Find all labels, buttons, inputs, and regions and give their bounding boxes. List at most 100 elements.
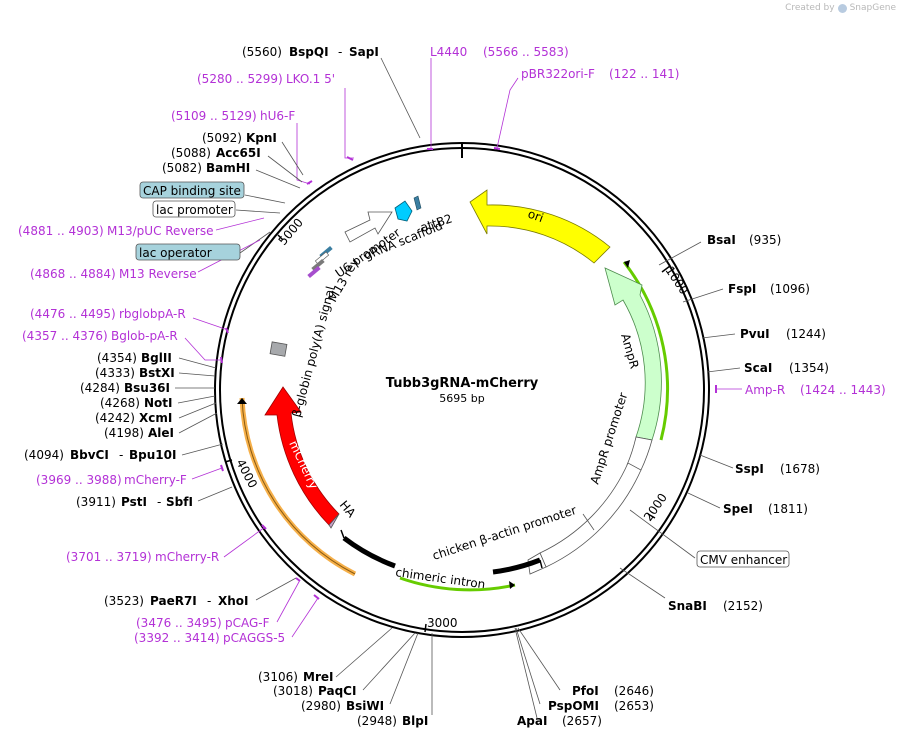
primer-hu6f-name[interactable]: hU6-F: [260, 109, 295, 123]
mcherry-highlight-head-icon: [237, 398, 247, 404]
primer-pcaggs5-name[interactable]: pCAGGS-5: [223, 631, 285, 645]
lac-promoter-box[interactable]: [152, 200, 236, 218]
enzyme-mrei-pos: (3106): [258, 670, 298, 684]
primer-mcherryr-name[interactable]: mCherry-R: [155, 550, 219, 564]
leader-pcaggs5: [291, 597, 319, 638]
enzyme-noti-name[interactable]: NotI: [144, 396, 173, 410]
primer-lko1-name[interactable]: LKO.1 5': [286, 72, 335, 86]
bglobin-label: β-globin poly(A) signal: [289, 285, 337, 419]
enzyme-bamhi-pos: (5082): [162, 161, 202, 175]
enzyme-kpni-pos: (5092): [202, 131, 242, 145]
enzyme-bbvci-name[interactable]: BbvCI: [70, 448, 109, 462]
enzyme-sspi-pos: (1678): [780, 462, 820, 476]
primer-ticks: [220, 147, 717, 600]
enzyme-paqci-pos: (3018): [273, 684, 313, 698]
primer-l4440-name[interactable]: L4440: [430, 45, 467, 59]
leader-cmv: [629, 509, 696, 559]
tick-pcagf: [295, 577, 301, 582]
enzyme-bamhi-name[interactable]: BamHI: [206, 161, 250, 175]
enzyme-paqci-name[interactable]: PaqCI: [318, 684, 356, 698]
enzyme-pspomi-name[interactable]: PspOMI: [548, 699, 599, 713]
primer-mcherryf-name[interactable]: mCherry-F: [124, 473, 187, 487]
enzyme-blpi-name[interactable]: BlpI: [402, 714, 428, 728]
mcherry-orf-highlight: [239, 397, 357, 577]
primer-pcagf-range: (3476 .. 3495): [136, 616, 222, 630]
primer-pbr322ori-name[interactable]: pBR322ori-F: [521, 67, 595, 81]
enzyme-pvui-name[interactable]: PvuI: [740, 327, 770, 341]
ampr-orf-highlight: [622, 261, 669, 441]
enzyme-snabi-name[interactable]: SnaBI: [668, 599, 707, 613]
enzyme-xhoi-pos: (3523): [104, 594, 144, 608]
plasmid-name: Tubb3gRNA-mCherry: [386, 376, 539, 391]
leader-noti: [177, 395, 216, 404]
enzyme-bsai-name[interactable]: BsaI: [707, 233, 736, 247]
enzyme-separator: -: [338, 45, 342, 59]
leader-lac-promoter: [235, 209, 281, 214]
primer-bglobpa-name[interactable]: Bglob-pA-R: [111, 329, 178, 343]
leader-bbvci: [181, 443, 224, 456]
enzyme-spei-name[interactable]: SpeI: [723, 502, 753, 516]
tick-mcherryr: [261, 524, 267, 530]
created-by-watermark: Created by SnapGene: [785, 3, 896, 13]
enzyme-mrei-name[interactable]: MreI: [303, 670, 333, 684]
primer-rbglobpa-name[interactable]: rbglobpA-R: [119, 307, 186, 321]
created-by-text: Created by: [785, 3, 835, 13]
primer-m13reverse-name[interactable]: M13 Reverse: [119, 267, 197, 281]
enzyme-bspqi-name[interactable]: BspQI: [289, 45, 329, 59]
enzyme-bsiwi-name[interactable]: BsiWI: [346, 699, 384, 713]
lac-promoter-label: lac promoter: [156, 203, 233, 217]
enzyme-xhoi-name[interactable]: XhoI: [218, 594, 249, 608]
feature-ori[interactable]: ori: [469, 189, 611, 264]
enzyme-fspi-name[interactable]: FspI: [728, 282, 756, 296]
enzyme-acc65i-pos: (5088): [171, 146, 211, 160]
feature-cba-promoter[interactable]: chicken β-actin promoter: [431, 462, 642, 575]
leader-bsiwi: [389, 632, 419, 705]
enzyme-xcmi-name[interactable]: XcmI: [139, 411, 172, 425]
primer-bglobpa-range: (4357 .. 4376): [22, 329, 108, 343]
enzyme-bpu10i-name[interactable]: Bpu10I: [129, 448, 176, 462]
enzyme-bstxi-name[interactable]: BstXI: [139, 366, 175, 380]
cap-binding-site-box[interactable]: [139, 181, 245, 199]
leader-paqci: [362, 632, 416, 691]
feature-ampr-promoter[interactable]: AmpR promoter: [588, 391, 653, 486]
ha-label: HA: [337, 498, 359, 521]
ruler-label-2000: 2000: [641, 491, 670, 524]
enzyme-bbvci-pos: (4094): [24, 448, 64, 462]
primer-ampr-name[interactable]: Amp-R: [745, 383, 785, 397]
enzyme-kpni-name[interactable]: KpnI: [246, 131, 277, 145]
enzyme-apai-name[interactable]: ApaI: [517, 714, 547, 728]
tick-mcherryf: [220, 464, 224, 472]
lac-operator-box[interactable]: [135, 243, 241, 261]
enzyme-bspqi-pos: (5560): [242, 45, 282, 59]
enzyme-snabi-pos: (2152): [723, 599, 763, 613]
enzyme-pvui-pos: (1244): [786, 327, 826, 341]
ampr-arrow: [604, 267, 662, 441]
primer-pcagf-name[interactable]: pCAG-F: [225, 616, 270, 630]
enzyme-paer7i-name[interactable]: PaeR7I: [150, 594, 197, 608]
lac-operator-label: lac operator: [139, 246, 212, 260]
primer-m13reverse-range: (4868 .. 4884): [30, 267, 116, 281]
enzyme-acc65i-name[interactable]: Acc65I: [216, 146, 261, 160]
tick-lko1: [346, 156, 354, 161]
plasmid-length: 5695 bp: [439, 392, 484, 405]
primer-mcherryf-range: (3969 .. 3988): [36, 473, 122, 487]
enzyme-sbfi-name[interactable]: SbfI: [166, 495, 193, 509]
intron-highlight-head-icon: [509, 581, 515, 589]
enzyme-sspi-name[interactable]: SspI: [735, 462, 764, 476]
leader-spei: [687, 492, 721, 509]
enzyme-psti-name[interactable]: PstI: [121, 495, 147, 509]
enzyme-bsu36i-name[interactable]: Bsu36I: [124, 381, 170, 395]
primer-m13puc-name[interactable]: M13/pUC Reverse: [107, 224, 214, 238]
enzyme-alei-name[interactable]: AleI: [148, 426, 174, 440]
feature-grna-scaffold[interactable]: gRNA scaffold: [362, 200, 445, 263]
feature-chimeric-intron[interactable]: chimeric intron: [340, 529, 543, 592]
enzyme-scai-name[interactable]: ScaI: [744, 361, 772, 375]
enzyme-sapi-name[interactable]: SapI: [349, 45, 379, 59]
leader-cap: [244, 194, 286, 204]
leader-bsai: [658, 241, 702, 266]
enzyme-pfoi-name[interactable]: PfoI: [572, 684, 599, 698]
enzyme-bglii-name[interactable]: BglII: [141, 351, 172, 365]
cmv-enhancer-box[interactable]: [696, 550, 790, 568]
